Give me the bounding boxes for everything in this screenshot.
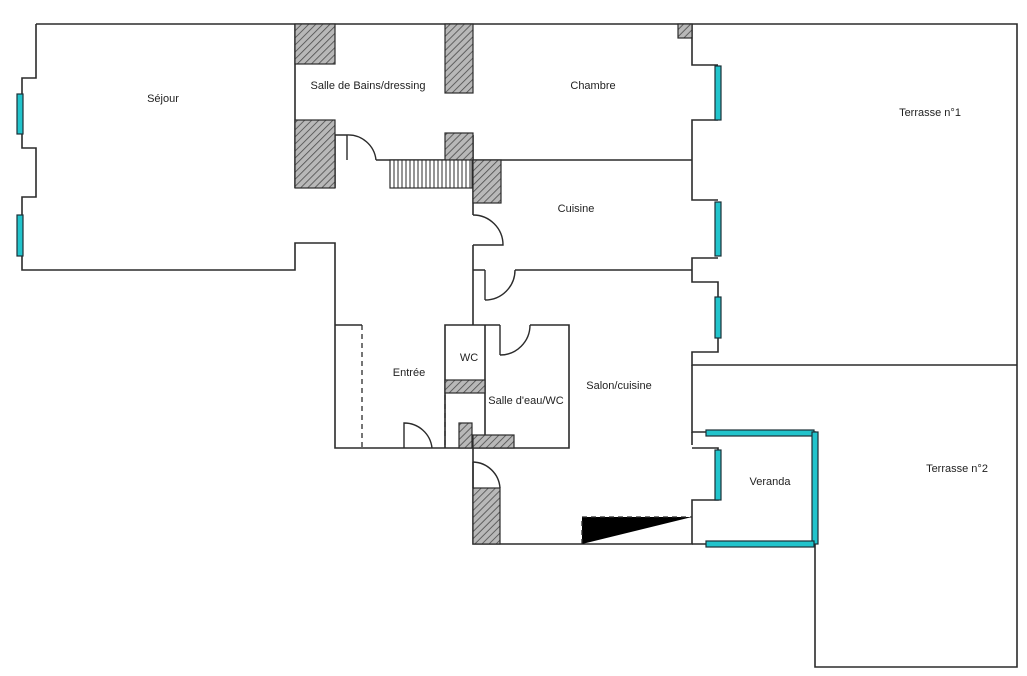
- column-8: [458, 422, 473, 449]
- column-9: [472, 434, 515, 449]
- wall-sejour: [21, 24, 473, 449]
- window-veranda-right: [811, 431, 819, 545]
- column-2: [294, 119, 336, 189]
- column-1: [294, 23, 336, 65]
- label-veranda: Veranda: [750, 476, 792, 488]
- column-6: [677, 23, 693, 39]
- wall-top: [36, 23, 1018, 365]
- window-salon: [714, 296, 722, 339]
- doors: [346, 134, 531, 489]
- window-chambre: [714, 65, 722, 121]
- label-cuisine: Cuisine: [558, 203, 595, 215]
- column-10: [472, 487, 501, 545]
- label-wc: WC: [460, 352, 478, 364]
- label-entree: Entrée: [393, 367, 425, 379]
- window-veranda-side: [714, 449, 722, 501]
- stair-steps: [393, 160, 471, 188]
- window-veranda-bottom: [705, 540, 815, 548]
- door-cuisine: [472, 214, 504, 246]
- windows: [16, 65, 819, 548]
- wall-east-interior: [691, 24, 1017, 366]
- exterior-walls: [21, 23, 1018, 668]
- window-sejour-2: [16, 214, 24, 257]
- column-4: [444, 132, 474, 161]
- door-salle-eau: [499, 324, 531, 356]
- wall-terrasse-2: [691, 365, 1018, 668]
- column-3: [444, 23, 474, 94]
- window-veranda-top: [705, 429, 815, 437]
- column-7: [444, 379, 486, 394]
- label-terrasse-2: Terrasse n°2: [926, 463, 988, 475]
- label-salon-cuisine: Salon/cuisine: [586, 380, 651, 392]
- label-salle-eau: Salle d'eau/WC: [488, 395, 564, 407]
- door-entree: [403, 422, 433, 449]
- door-salon-corridor: [484, 269, 516, 301]
- column-5: [472, 159, 502, 204]
- staircase: [389, 159, 473, 189]
- window-cuisine: [714, 201, 722, 257]
- interior-walls: [294, 24, 692, 544]
- label-terrasse-1: Terrasse n°1: [899, 107, 961, 119]
- dashed-counter-salon: [581, 516, 692, 544]
- room-labels: Séjour Salle de Bains/dressing Chambre T…: [147, 80, 988, 488]
- label-sejour: Séjour: [147, 93, 179, 105]
- label-chambre: Chambre: [570, 80, 615, 92]
- door-salon-bottom: [472, 461, 501, 489]
- structural-columns: [294, 23, 693, 545]
- label-salle-de-bains: Salle de Bains/dressing: [311, 80, 426, 92]
- window-sejour-1: [16, 93, 24, 135]
- door-bath: [346, 134, 377, 161]
